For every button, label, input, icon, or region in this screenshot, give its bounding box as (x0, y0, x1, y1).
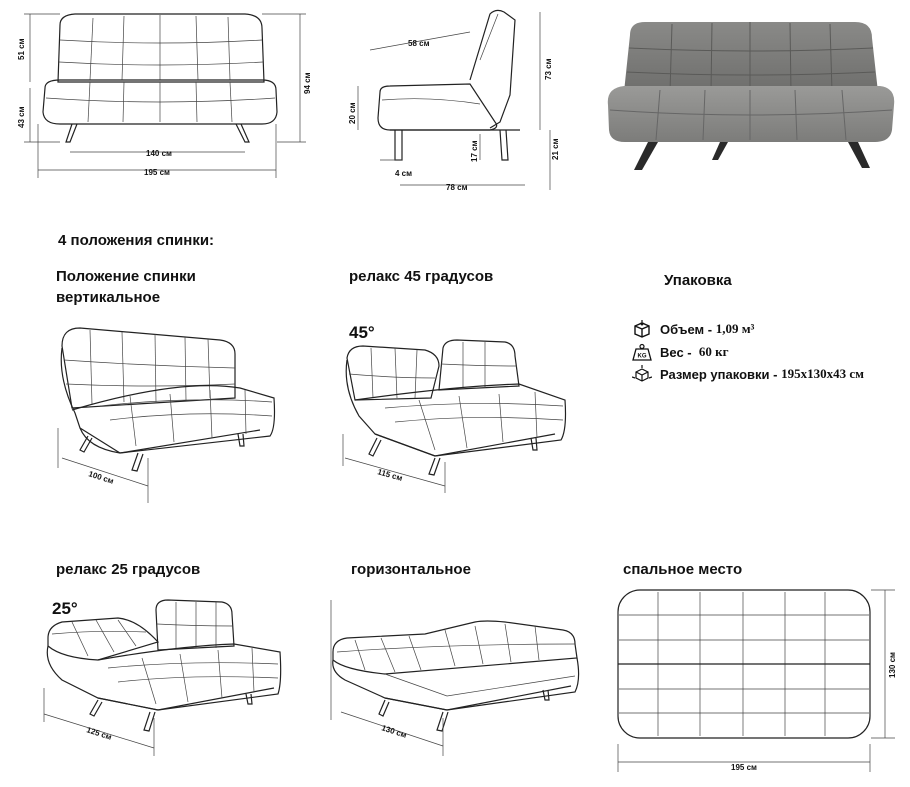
packaging-volume-value: 1,09 м³ (715, 321, 755, 336)
dim-side-leg-offset: 4 см (395, 169, 412, 178)
dim-side-back-height: 73 см (544, 58, 553, 80)
front-view-drawing: 51 см 43 см 94 см 140 см 195 см (17, 13, 312, 178)
sofa-photo (607, 22, 895, 170)
side-view-drawing: 58 см 73 см 20 см 17 см 21 см 4 см 78 см (348, 9, 560, 192)
dim-side-seat-height: 20 см (348, 102, 357, 124)
packaging-weight-value: 60 кг (698, 344, 729, 359)
package-size-icon (632, 365, 652, 382)
dim-front-total-height: 94 см (303, 72, 312, 94)
sleeping-place-label: спальное место (623, 561, 743, 578)
packaging-weight-row: KG Вес - 60 кг (632, 343, 729, 361)
position-4-depth: 130 см (380, 723, 408, 740)
packaging-size-value: 195х130х43 см (781, 366, 864, 381)
packaging-volume-label: Объем - (660, 321, 713, 337)
position-3-angle: 25° (52, 599, 78, 618)
position-4-label: горизонтальное (351, 561, 471, 578)
dim-front-legs-width: 140 см (146, 149, 172, 158)
svg-text:KG: KG (638, 354, 647, 360)
position-1-depth: 100 см (87, 469, 115, 486)
positions-section-title: 4 положения спинки: (58, 232, 215, 249)
position-1-label-line2: вертикальное (56, 289, 161, 306)
dim-front-back-height: 51 см (17, 38, 26, 60)
position-3-depth: 125 см (85, 725, 113, 742)
position-2-depth: 115 см (376, 467, 403, 483)
position-2-angle: 45° (349, 323, 375, 342)
dim-side-total-depth: 78 см (446, 183, 468, 192)
sleeping-place-drawing: 130 см 195 см (617, 589, 897, 772)
position-3-drawing: 125 см (43, 599, 282, 756)
box-volume-icon (634, 320, 650, 338)
packaging-weight-label: Вес - (660, 344, 692, 360)
packaging-size-row: Размер упаковки - 195х130х43 см (632, 365, 864, 383)
dim-front-total-width: 195 см (144, 168, 170, 177)
packaging-title: Упаковка (664, 272, 732, 289)
packaging-size-label: Размер упаковки - (660, 366, 778, 382)
sleeping-width: 130 см (888, 652, 897, 678)
position-1-drawing: 100 см (57, 327, 276, 503)
dim-front-seat-height: 43 см (17, 106, 26, 128)
position-1-label: Положение спинки вертикальное (56, 266, 196, 308)
dim-side-floor-height: 21 см (551, 138, 560, 160)
position-3-label: релакс 25 градусов (56, 561, 201, 578)
packaging-volume-row: Объем - 1,09 м³ (632, 320, 754, 338)
sleeping-length: 195 см (731, 763, 757, 772)
dim-side-back-depth: 58 см (408, 39, 430, 48)
position-4-drawing: 130 см (330, 600, 580, 756)
dim-side-leg-height: 17 см (470, 140, 479, 162)
position-2-label: релакс 45 градусов (349, 268, 494, 285)
position-2-drawing: 115 см (342, 339, 567, 493)
weight-kg-icon: KG (632, 343, 652, 361)
position-1-label-line1: Положение спинки (56, 268, 196, 285)
